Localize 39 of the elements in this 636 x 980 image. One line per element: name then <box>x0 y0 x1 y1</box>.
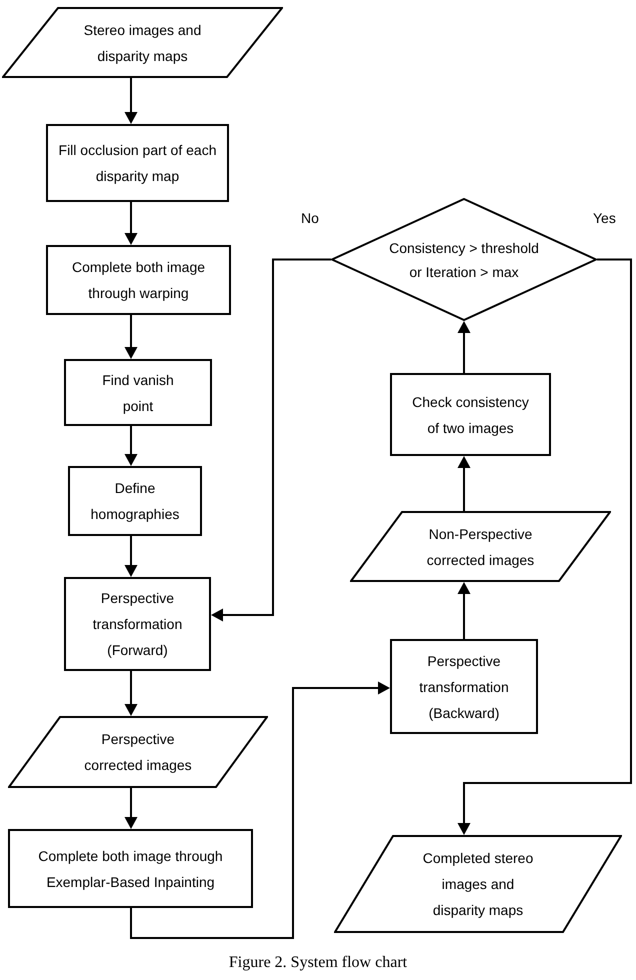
arrow <box>124 536 138 577</box>
node-label: Completed stereo images and disparity maps <box>422 849 534 920</box>
node-label: Complete both image through warping <box>70 258 206 303</box>
node-label: Find vanish point <box>101 370 175 416</box>
node-label: Non-Perspective corrected images <box>426 524 536 570</box>
arrow <box>124 426 138 466</box>
process-box <box>46 124 229 202</box>
data-parallelogram <box>2 7 283 78</box>
arrow <box>211 258 331 622</box>
node-label: Fill occlusion part of each disparity map <box>58 141 218 186</box>
data-parallelogram <box>8 716 268 788</box>
process-box <box>390 373 551 456</box>
process-box <box>64 577 211 671</box>
arrow <box>124 315 138 359</box>
process-box <box>390 639 538 734</box>
node-label: Define homographies <box>90 479 180 524</box>
process-box <box>68 466 202 536</box>
process-box <box>46 245 231 315</box>
arrow <box>124 788 138 829</box>
node-label: Perspective transformation (Backward) <box>418 652 510 723</box>
node-label: Complete both image through Exemplar-Based Inpainting <box>37 846 224 892</box>
arrow <box>458 582 470 639</box>
node-label: Perspective transformation (Forward) <box>92 589 184 660</box>
process-box <box>8 829 253 908</box>
node-label: Perspective corrected images <box>83 730 193 775</box>
arrow <box>124 78 138 124</box>
node-label: Consistency > threshold or Iteration > max <box>388 238 540 282</box>
arrow <box>130 682 390 939</box>
process-box <box>64 359 212 426</box>
data-parallelogram <box>334 835 622 933</box>
arrow <box>124 671 138 716</box>
figure-caption: Figure 2. System flow chart <box>228 953 408 973</box>
node-label: Stereo images and disparity maps <box>82 20 202 66</box>
data-parallelogram <box>350 511 611 582</box>
arrow <box>458 321 470 373</box>
arrow <box>124 202 138 245</box>
arrow <box>458 258 632 835</box>
node-label: Check consistency of two images <box>411 392 530 438</box>
arrow <box>458 456 470 511</box>
